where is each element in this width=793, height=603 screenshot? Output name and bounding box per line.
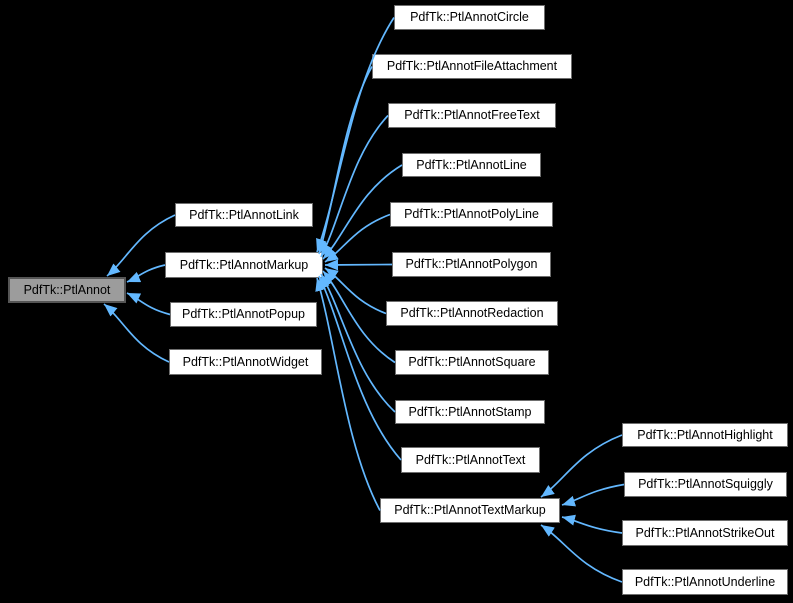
inheritance-arrow-popup-to-annot <box>126 292 171 316</box>
inheritance-arrow-highlight-to-textmarkup <box>540 434 623 498</box>
inheritance-arrow-stamp-to-markup <box>320 273 396 413</box>
class-node-square[interactable]: PdfTk::PtlAnnotSquare <box>395 350 549 375</box>
class-node-underline[interactable]: PdfTk::PtlAnnotUnderline <box>622 569 788 595</box>
class-node-stamp[interactable]: PdfTk::PtlAnnotStamp <box>395 400 545 424</box>
inheritance-arrow-square-to-markup <box>322 270 396 364</box>
class-node-highlight[interactable]: PdfTk::PtlAnnotHighlight <box>622 423 788 447</box>
inheritance-arrow-strikeout-to-textmarkup <box>561 514 623 534</box>
inheritance-arrow-squiggly-to-textmarkup <box>561 483 625 507</box>
class-node-widget[interactable]: PdfTk::PtlAnnotWidget <box>169 349 322 375</box>
class-node-polygon[interactable]: PdfTk::PtlAnnotPolygon <box>392 252 551 277</box>
class-node-fileattachment[interactable]: PdfTk::PtlAnnotFileAttachment <box>372 54 572 79</box>
class-node-markup[interactable]: PdfTk::PtlAnnotMarkup <box>165 252 323 278</box>
class-node-link[interactable]: PdfTk::PtlAnnotLink <box>175 203 313 227</box>
inheritance-arrow-markup-to-annot <box>126 264 166 283</box>
class-node-popup[interactable]: PdfTk::PtlAnnotPopup <box>170 302 317 327</box>
class-node-circle[interactable]: PdfTk::PtlAnnotCircle <box>394 5 545 30</box>
class-node-freetext[interactable]: PdfTk::PtlAnnotFreeText <box>388 103 556 128</box>
inheritance-arrow-polygon-to-markup <box>324 259 393 271</box>
inheritance-arrow-widget-to-annot <box>103 303 170 363</box>
class-node-polyline[interactable]: PdfTk::PtlAnnotPolyLine <box>390 202 553 227</box>
inheritance-arrow-fileattachment-to-markup <box>317 66 373 255</box>
inheritance-arrow-freetext-to-markup <box>320 114 389 258</box>
class-node-redaction[interactable]: PdfTk::PtlAnnotRedaction <box>386 301 558 326</box>
class-node-textmarkup[interactable]: PdfTk::PtlAnnotTextMarkup <box>380 498 560 523</box>
class-node-squiggly[interactable]: PdfTk::PtlAnnotSquiggly <box>624 472 787 497</box>
inheritance-arrow-circle-to-markup <box>316 17 395 253</box>
class-node-annot: PdfTk::PtlAnnot <box>8 277 126 303</box>
class-node-line[interactable]: PdfTk::PtlAnnotLine <box>402 153 541 177</box>
inheritance-arrow-underline-to-textmarkup <box>540 524 623 583</box>
class-node-strikeout[interactable]: PdfTk::PtlAnnotStrikeOut <box>622 520 788 546</box>
inheritance-arrow-redaction-to-markup <box>324 267 387 315</box>
inheritance-arrow-textmarkup-to-markup <box>315 277 381 511</box>
class-node-text[interactable]: PdfTk::PtlAnnotText <box>401 447 540 473</box>
inheritance-arrow-polyline-to-markup <box>324 213 391 263</box>
